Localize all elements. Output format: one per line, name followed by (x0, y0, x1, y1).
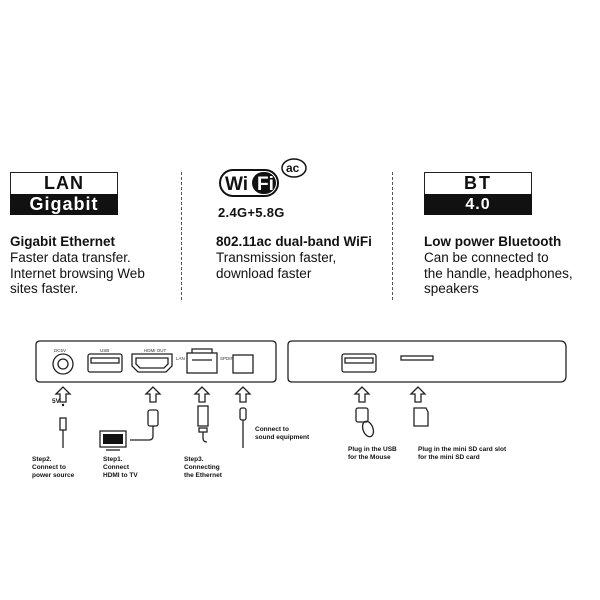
port-hdmi-label: HDMI OUT (144, 348, 167, 353)
wifi-band-label: 2.4G+5.8G (218, 205, 285, 220)
step1-label: Step1. Connect HDMI to TV (103, 456, 138, 479)
port-usb-label: USB (100, 348, 110, 353)
lan-badge-bottom: Gigabit (10, 194, 118, 215)
lan-feature: Gigabit Ethernet Faster data transfer. I… (10, 234, 180, 297)
wifi-feature-title: 802.11ac dual-band WiFi (216, 234, 372, 249)
svg-text:Wi: Wi (225, 174, 248, 195)
wifi-ac-logo: Wi Fi ac (218, 158, 318, 198)
port-dc-label: DC5V (54, 348, 67, 353)
lan-feature-desc: Faster data transfer. Internet browsing … (10, 250, 145, 296)
port-spdif-label: SPDIF (220, 356, 234, 361)
bt-feature-title: Low power Bluetooth (424, 234, 562, 249)
bt-badge-bottom: 4.0 (424, 194, 532, 215)
port-lan-label: LAN (176, 356, 185, 361)
wifi-feature: 802.11ac dual-band WiFi Transmission fas… (216, 234, 391, 281)
dc-spec-label: 5V (52, 398, 60, 405)
divider-right (392, 172, 393, 300)
lan-badge-top: LAN (10, 172, 118, 194)
bt-feature: Low power Bluetooth Can be connected to … (424, 234, 599, 297)
step2-label: Step2. Connect to power source (32, 456, 75, 479)
divider-left (181, 172, 182, 300)
bt-feature-desc: Can be connected to the handle, headphon… (424, 250, 573, 296)
wifi-ac-label: ac (286, 161, 300, 175)
bt-badge-top: BT (424, 172, 532, 194)
wifi-feature-desc: Transmission faster, download faster (216, 250, 337, 281)
connection-diagram (35, 340, 567, 451)
step3-label: Step3. Connecting the Ethernet (184, 456, 222, 479)
lan-feature-title: Gigabit Ethernet (10, 234, 116, 249)
sd-card-label: Plug in the mini SD card slot for the mi… (418, 446, 507, 461)
svg-text:Fi: Fi (257, 174, 274, 195)
lan-gigabit-badge: LAN Gigabit (10, 172, 118, 216)
usb-mouse-label: Plug in the USB for the Mouse (348, 446, 397, 461)
bt-40-badge: BT 4.0 (424, 172, 532, 216)
sound-equipment-label: Connect to sound equipment (255, 426, 310, 441)
